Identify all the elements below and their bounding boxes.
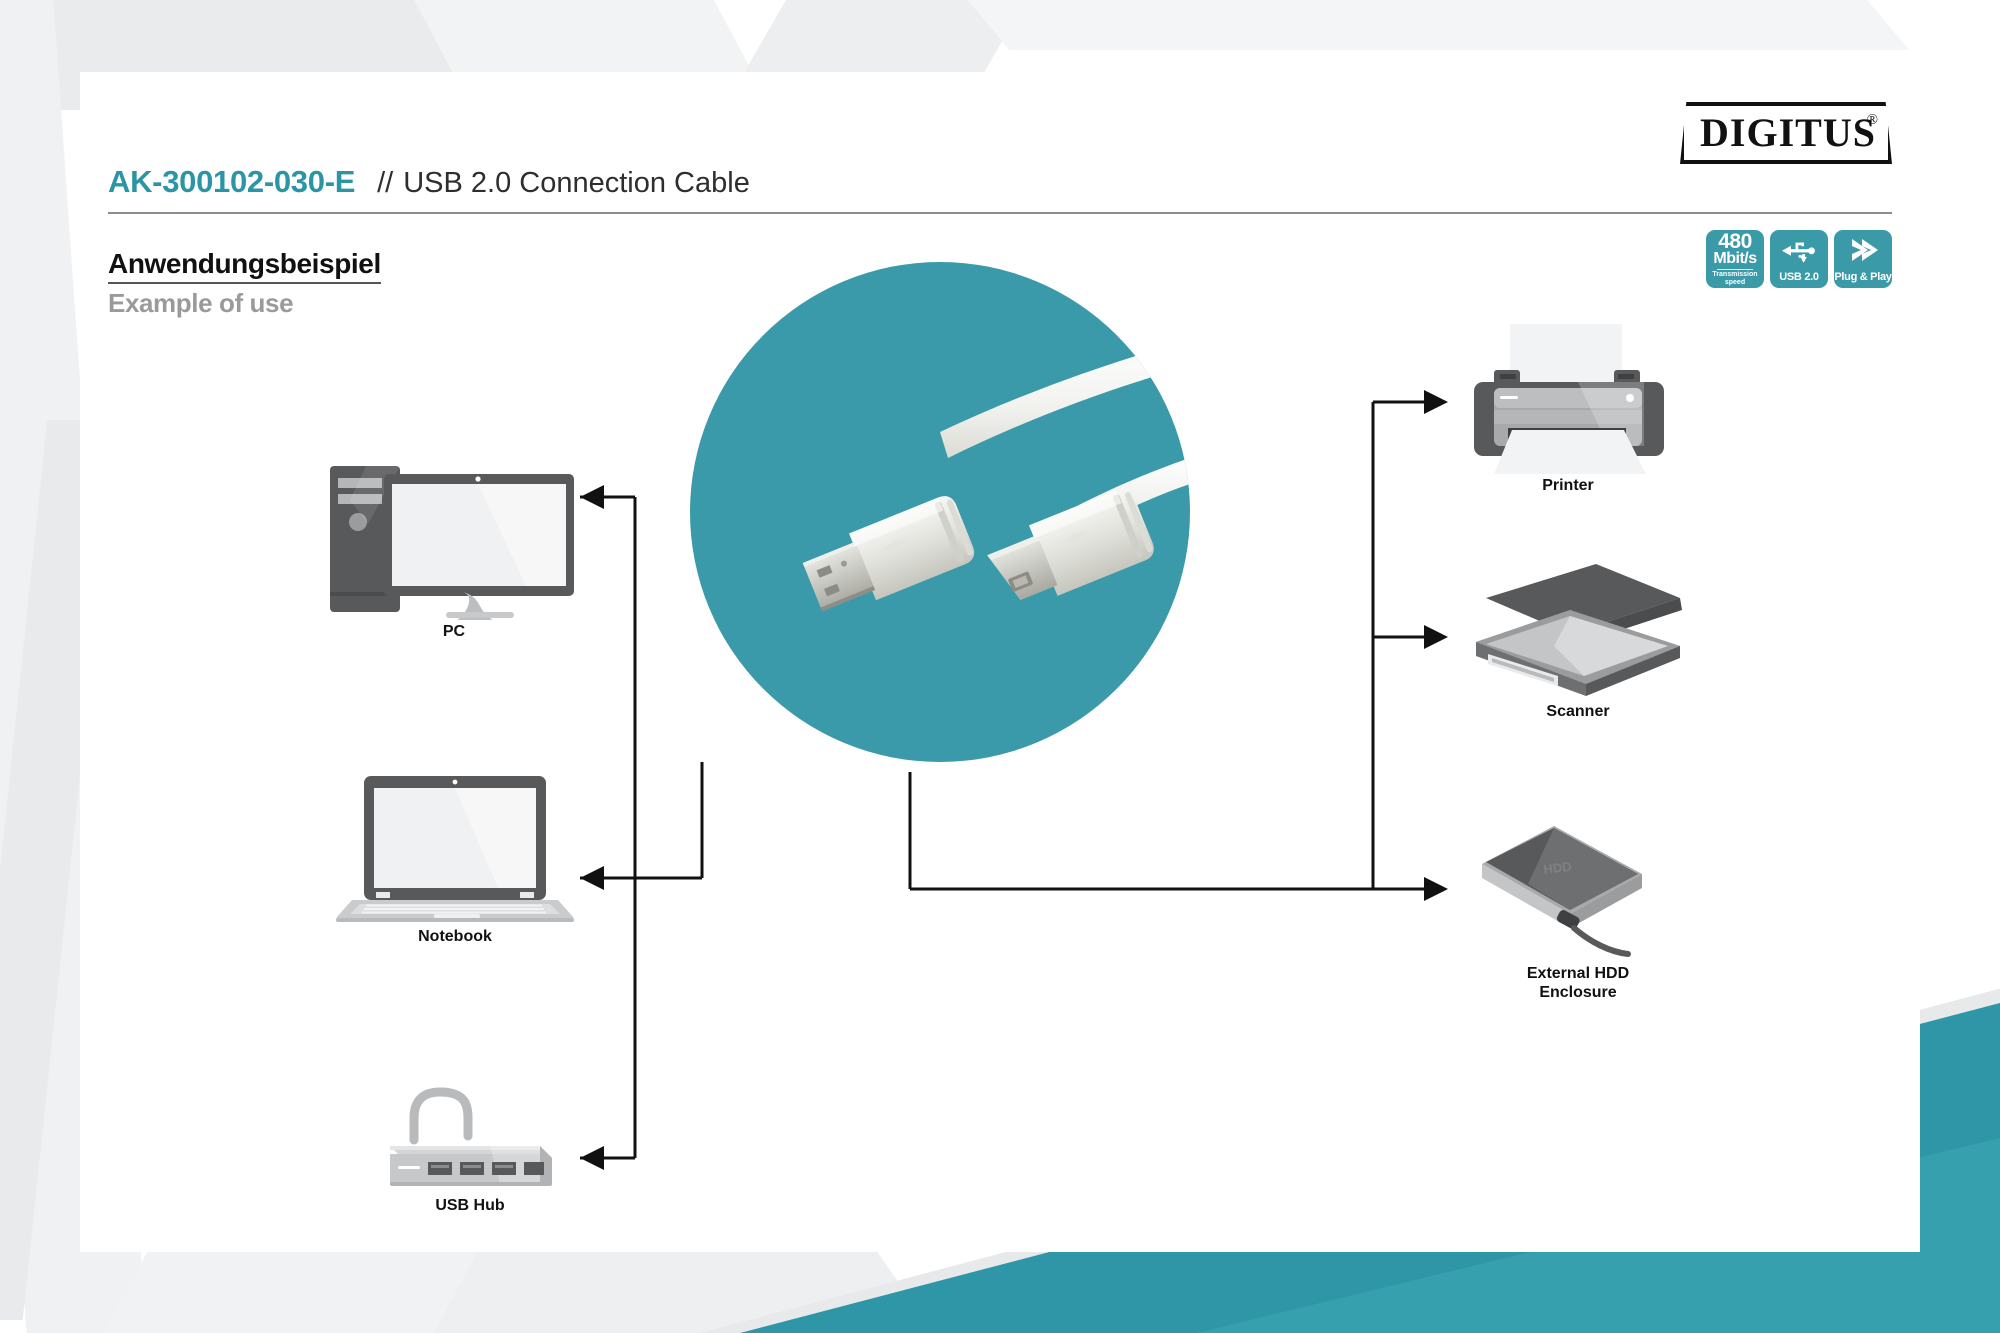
- device-external-hdd: HDD External HDD Enclosure: [1462, 812, 1692, 1001]
- application-diagram: PC Notebook: [80, 72, 1920, 1252]
- product-name: USB 2.0 Connection Cable: [403, 167, 750, 199]
- device-scanner: Scanner: [1458, 562, 1698, 720]
- flatbed-scanner-icon: [1476, 564, 1682, 696]
- usb-hub-icon: [390, 1087, 552, 1186]
- device-label-scanner: Scanner: [1546, 703, 1610, 720]
- badge-divider: [1717, 268, 1753, 270]
- speed-value: 480: [1718, 229, 1752, 253]
- hero-product-circle: [690, 262, 1190, 762]
- section-heading: Anwendungsbeispiel Example of use: [108, 248, 381, 319]
- usb-cable-illustration: [802, 340, 1190, 612]
- usb-badge-label: USB 2.0: [1779, 271, 1819, 283]
- datasheet-page: DIGITUS ® AK-300102-030-E // USB 2.0 Con…: [80, 72, 1920, 1252]
- device-usb-hub: USB Hub: [380, 1084, 560, 1214]
- speed-caption-line1: Transmission: [1712, 270, 1758, 278]
- logo-wordmark: DIGITUS: [1700, 110, 1876, 155]
- device-label-external-hdd: External HDD Enclosure: [1526, 965, 1630, 1001]
- product-title: AK-300102-030-E // USB 2.0 Connection Ca…: [108, 164, 1892, 200]
- printer-icon: [1474, 324, 1664, 474]
- external-hard-drive-icon: HDD: [1482, 826, 1642, 957]
- badge-transmission-speed: 480 Mbit/s Transmission speed: [1706, 230, 1764, 288]
- device-label-notebook: Notebook: [418, 928, 492, 945]
- logo-trapezoid: DIGITUS ®: [1680, 102, 1892, 164]
- badge-usb-version: USB 2.0: [1770, 230, 1828, 288]
- digitus-logo: DIGITUS ®: [1680, 102, 1892, 164]
- feature-badges: 480 Mbit/s Transmission speed: [1706, 230, 1892, 288]
- device-label-usb-hub: USB Hub: [435, 1197, 505, 1214]
- usb-trident-icon: [1779, 230, 1819, 271]
- device-label-printer: Printer: [1542, 477, 1594, 494]
- device-pc: PC: [328, 460, 580, 640]
- device-printer: Printer: [1448, 324, 1688, 494]
- device-label-pc: PC: [442, 623, 466, 640]
- title-separator: //: [377, 167, 394, 199]
- product-sku: AK-300102-030-E: [108, 164, 356, 199]
- title-divider: [108, 212, 1892, 214]
- desktop-pc-icon: [330, 466, 574, 624]
- laptop-icon: [336, 776, 574, 922]
- registered-trademark-icon: ®: [1866, 112, 1878, 128]
- badge-plug-and-play: Plug & Play: [1834, 230, 1892, 288]
- bg-shape: [88, 1243, 482, 1333]
- section-heading-de: Anwendungsbeispiel: [108, 248, 381, 284]
- speed-unit: Mbit/s: [1713, 249, 1757, 267]
- plug-and-play-chevron-icon: [1846, 230, 1880, 271]
- device-notebook: Notebook: [330, 772, 580, 945]
- bg-shape: [950, 0, 1910, 50]
- speed-caption-line2: speed: [1724, 278, 1746, 286]
- plug-play-badge-label: Plug & Play: [1834, 271, 1892, 283]
- section-heading-en: Example of use: [108, 288, 294, 318]
- svg-text:HDD: HDD: [1543, 859, 1573, 877]
